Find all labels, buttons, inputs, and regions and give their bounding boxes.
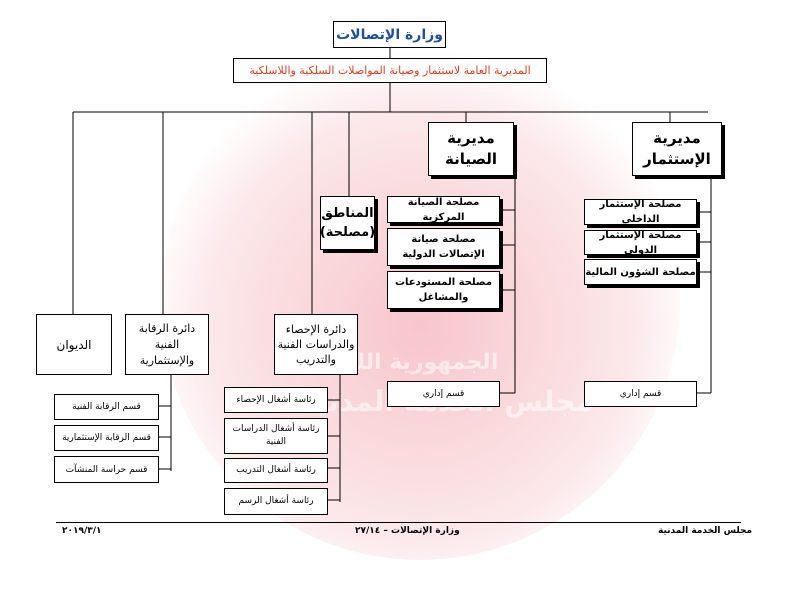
exploitation-unit-1: مصلحة الإستثمار الداخلي (584, 199, 697, 225)
exploitation-unit-3: مصلحة الشؤون المالية (584, 259, 697, 285)
diwan-box: الديوان (36, 314, 112, 375)
footer-council: مجلس الخدمة المدنية (658, 526, 753, 536)
maintenance-directorate-box: مديرية الصيانة (428, 122, 514, 176)
exploitation-unit-2: مصلحة الإستثمار الدولي (584, 230, 697, 256)
footer-date: ٢٠١٩/٣/١ (62, 526, 102, 536)
exploitation-admin-box: قسم إداري (584, 381, 697, 407)
statistics-unit-2: رئاسة أشغال الدراسات الفنية (224, 418, 328, 454)
control-unit-1: قسم الرقابة الفنية (54, 394, 159, 420)
maintenance-unit-2: مصلحة صيانة الإتصالات الدولية (387, 228, 500, 266)
statistics-unit-3: رئاسة أشغال التدريب (224, 458, 328, 483)
maintenance-admin-box: قسم إداري (387, 381, 500, 407)
footer-rule (56, 522, 741, 523)
statistics-unit-1: رئاسة أشغال الإحصاء (224, 387, 328, 413)
footer-center: وزارة الإتصالات – ٢٧/١٤ (355, 526, 460, 536)
maintenance-unit-1: مصلحة الصيانة المركزية (387, 196, 500, 223)
control-department-box: دائرة الرقابة الفنية والإستثمارية (125, 314, 209, 375)
ministry-box: وزارة الإتصالات (333, 21, 446, 48)
control-unit-2: قسم الرقابة الإستثمارية (54, 425, 159, 451)
general-directorate-box: المديرية العامة لاستثمار وصيانة المواصلا… (233, 58, 547, 83)
statistics-unit-4: رئاسة أشغال الرسم (224, 488, 328, 515)
statistics-department-box: دائرة الإحصاء والدراسات الفنية والتدريب (274, 314, 358, 375)
control-unit-3: قسم حراسة المنشآت (54, 456, 159, 483)
exploitation-directorate-box: مديرية الإستثمار (632, 122, 722, 176)
maintenance-unit-3: مصلحة المستودعات والمشاغل (387, 271, 500, 309)
regions-box: المناطق (مصلحة) (320, 196, 375, 250)
